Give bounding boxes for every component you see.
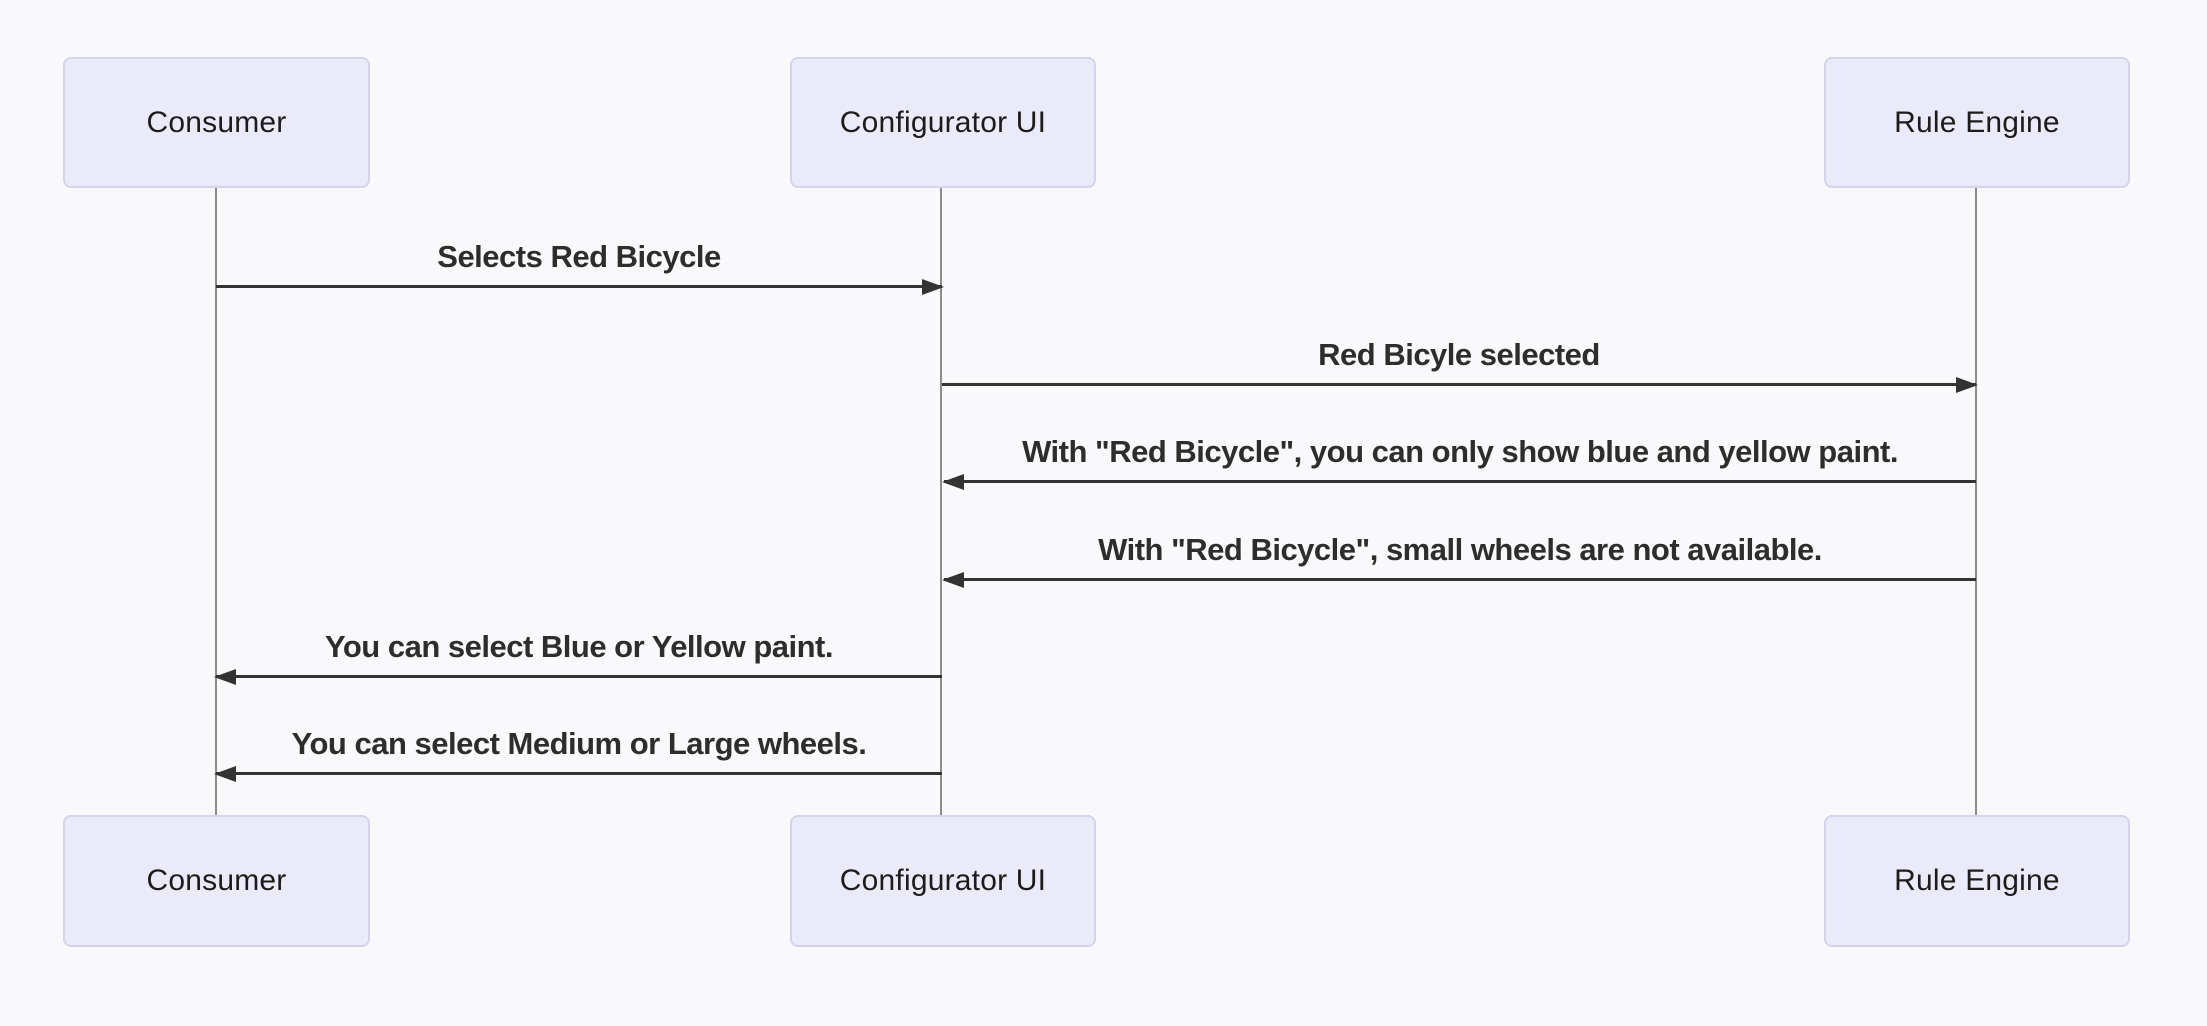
- message-text: Red Bicyle selected: [1318, 337, 1600, 372]
- message-arrow-left: [216, 772, 942, 775]
- actor-label: Consumer: [146, 105, 287, 139]
- message-text: Selects Red Bicycle: [437, 239, 721, 274]
- actor-rule-engine-bottom: Rule Engine: [1824, 815, 2130, 947]
- message-arrow-left: [944, 578, 1976, 581]
- message-arrow-left: [216, 675, 942, 678]
- message-label: You can select Blue or Yellow paint.: [216, 627, 942, 667]
- actor-configurator-ui-top: Configurator UI: [790, 57, 1096, 188]
- message-arrow-left: [944, 480, 1976, 483]
- actor-label: Rule Engine: [1894, 864, 2060, 897]
- message-label: Selects Red Bicycle: [216, 237, 942, 277]
- message-label: With "Red Bicycle", you can only show bl…: [944, 432, 1976, 472]
- actor-consumer-bottom: Consumer: [63, 815, 370, 947]
- actor-rule-engine-top: Rule Engine: [1824, 57, 2130, 188]
- message-select-medium-or-large: You can select Medium or Large wheels.: [216, 724, 942, 775]
- lifeline-rule-engine: [1975, 188, 1977, 815]
- actor-label: Rule Engine: [1894, 105, 2060, 139]
- message-red-bicyle-selected: Red Bicyle selected: [942, 335, 1976, 386]
- message-label: With "Red Bicycle", small wheels are not…: [944, 530, 1976, 570]
- lifeline-consumer: [215, 188, 217, 815]
- message-select-blue-or-yellow: You can select Blue or Yellow paint.: [216, 627, 942, 678]
- actor-label: Configurator UI: [839, 105, 1047, 139]
- message-text: You can select Blue or Yellow paint.: [324, 629, 834, 664]
- message-text: You can select Medium or Large wheels.: [291, 726, 867, 761]
- message-label: Red Bicyle selected: [942, 335, 1976, 375]
- actor-consumer-top: Consumer: [63, 57, 370, 188]
- actor-label: Configurator UI: [839, 864, 1047, 897]
- message-only-blue-yellow-paint: With "Red Bicycle", you can only show bl…: [944, 432, 1976, 483]
- lifeline-configurator-ui: [940, 188, 942, 815]
- message-text: With "Red Bicycle", small wheels are not…: [1098, 532, 1822, 567]
- actor-configurator-ui-bottom: Configurator UI: [790, 815, 1096, 947]
- message-small-wheels-unavailable: With "Red Bicycle", small wheels are not…: [944, 530, 1976, 581]
- message-arrow-right: [942, 383, 1976, 386]
- message-arrow-right: [216, 285, 942, 288]
- actor-label: Consumer: [146, 864, 287, 897]
- message-text: With "Red Bicycle", you can only show bl…: [1022, 434, 1898, 469]
- message-selects-red-bicycle: Selects Red Bicycle: [216, 237, 942, 288]
- message-label: You can select Medium or Large wheels.: [216, 724, 942, 764]
